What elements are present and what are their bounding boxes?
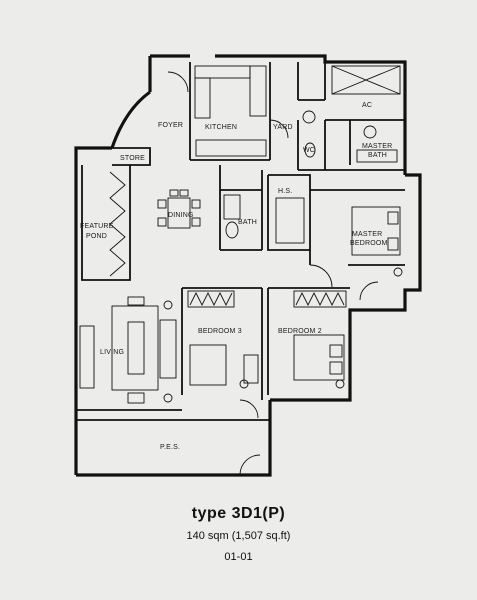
label-foyer: FOYER	[158, 122, 183, 129]
label-living: LIVING	[100, 349, 124, 356]
floor-plan: FOYER KITCHEN YARD AC STORE WC MASTER BA…	[74, 54, 422, 477]
label-pes: P.E.S.	[160, 444, 180, 451]
outer-walls	[74, 54, 422, 477]
label-feature-pond-line2: POND	[86, 233, 107, 240]
label-feature-pond-line1: FEATURE	[80, 223, 114, 230]
room-labels: FOYER KITCHEN YARD AC STORE WC MASTER BA…	[80, 102, 392, 451]
unit-area: 140 sqm (1,507 sq.ft)	[186, 530, 291, 542]
interior-walls	[76, 62, 405, 421]
label-dining: DINING	[168, 212, 194, 219]
label-master-bath-line2: BATH	[368, 152, 387, 159]
furniture	[79, 110, 403, 404]
door-swings	[167, 71, 379, 476]
label-wc: WC	[303, 147, 315, 154]
unit-type-title: type 3D1(P)	[191, 505, 286, 522]
label-ac: AC	[362, 102, 372, 109]
label-master-bedroom-line2: BEDROOM	[350, 240, 388, 247]
label-master-bath-line1: MASTER	[362, 143, 392, 150]
label-hs: H.S.	[278, 188, 292, 195]
label-bath: BATH	[238, 219, 257, 226]
label-kitchen: KITCHEN	[205, 124, 237, 131]
label-yard: YARD	[273, 124, 293, 131]
label-bedroom2: BEDROOM 2	[278, 328, 322, 335]
label-master-bedroom-line1: MASTER	[352, 231, 382, 238]
label-store: STORE	[120, 155, 145, 162]
label-bedroom3: BEDROOM 3	[198, 328, 242, 335]
unit-number: 01-01	[224, 551, 253, 563]
